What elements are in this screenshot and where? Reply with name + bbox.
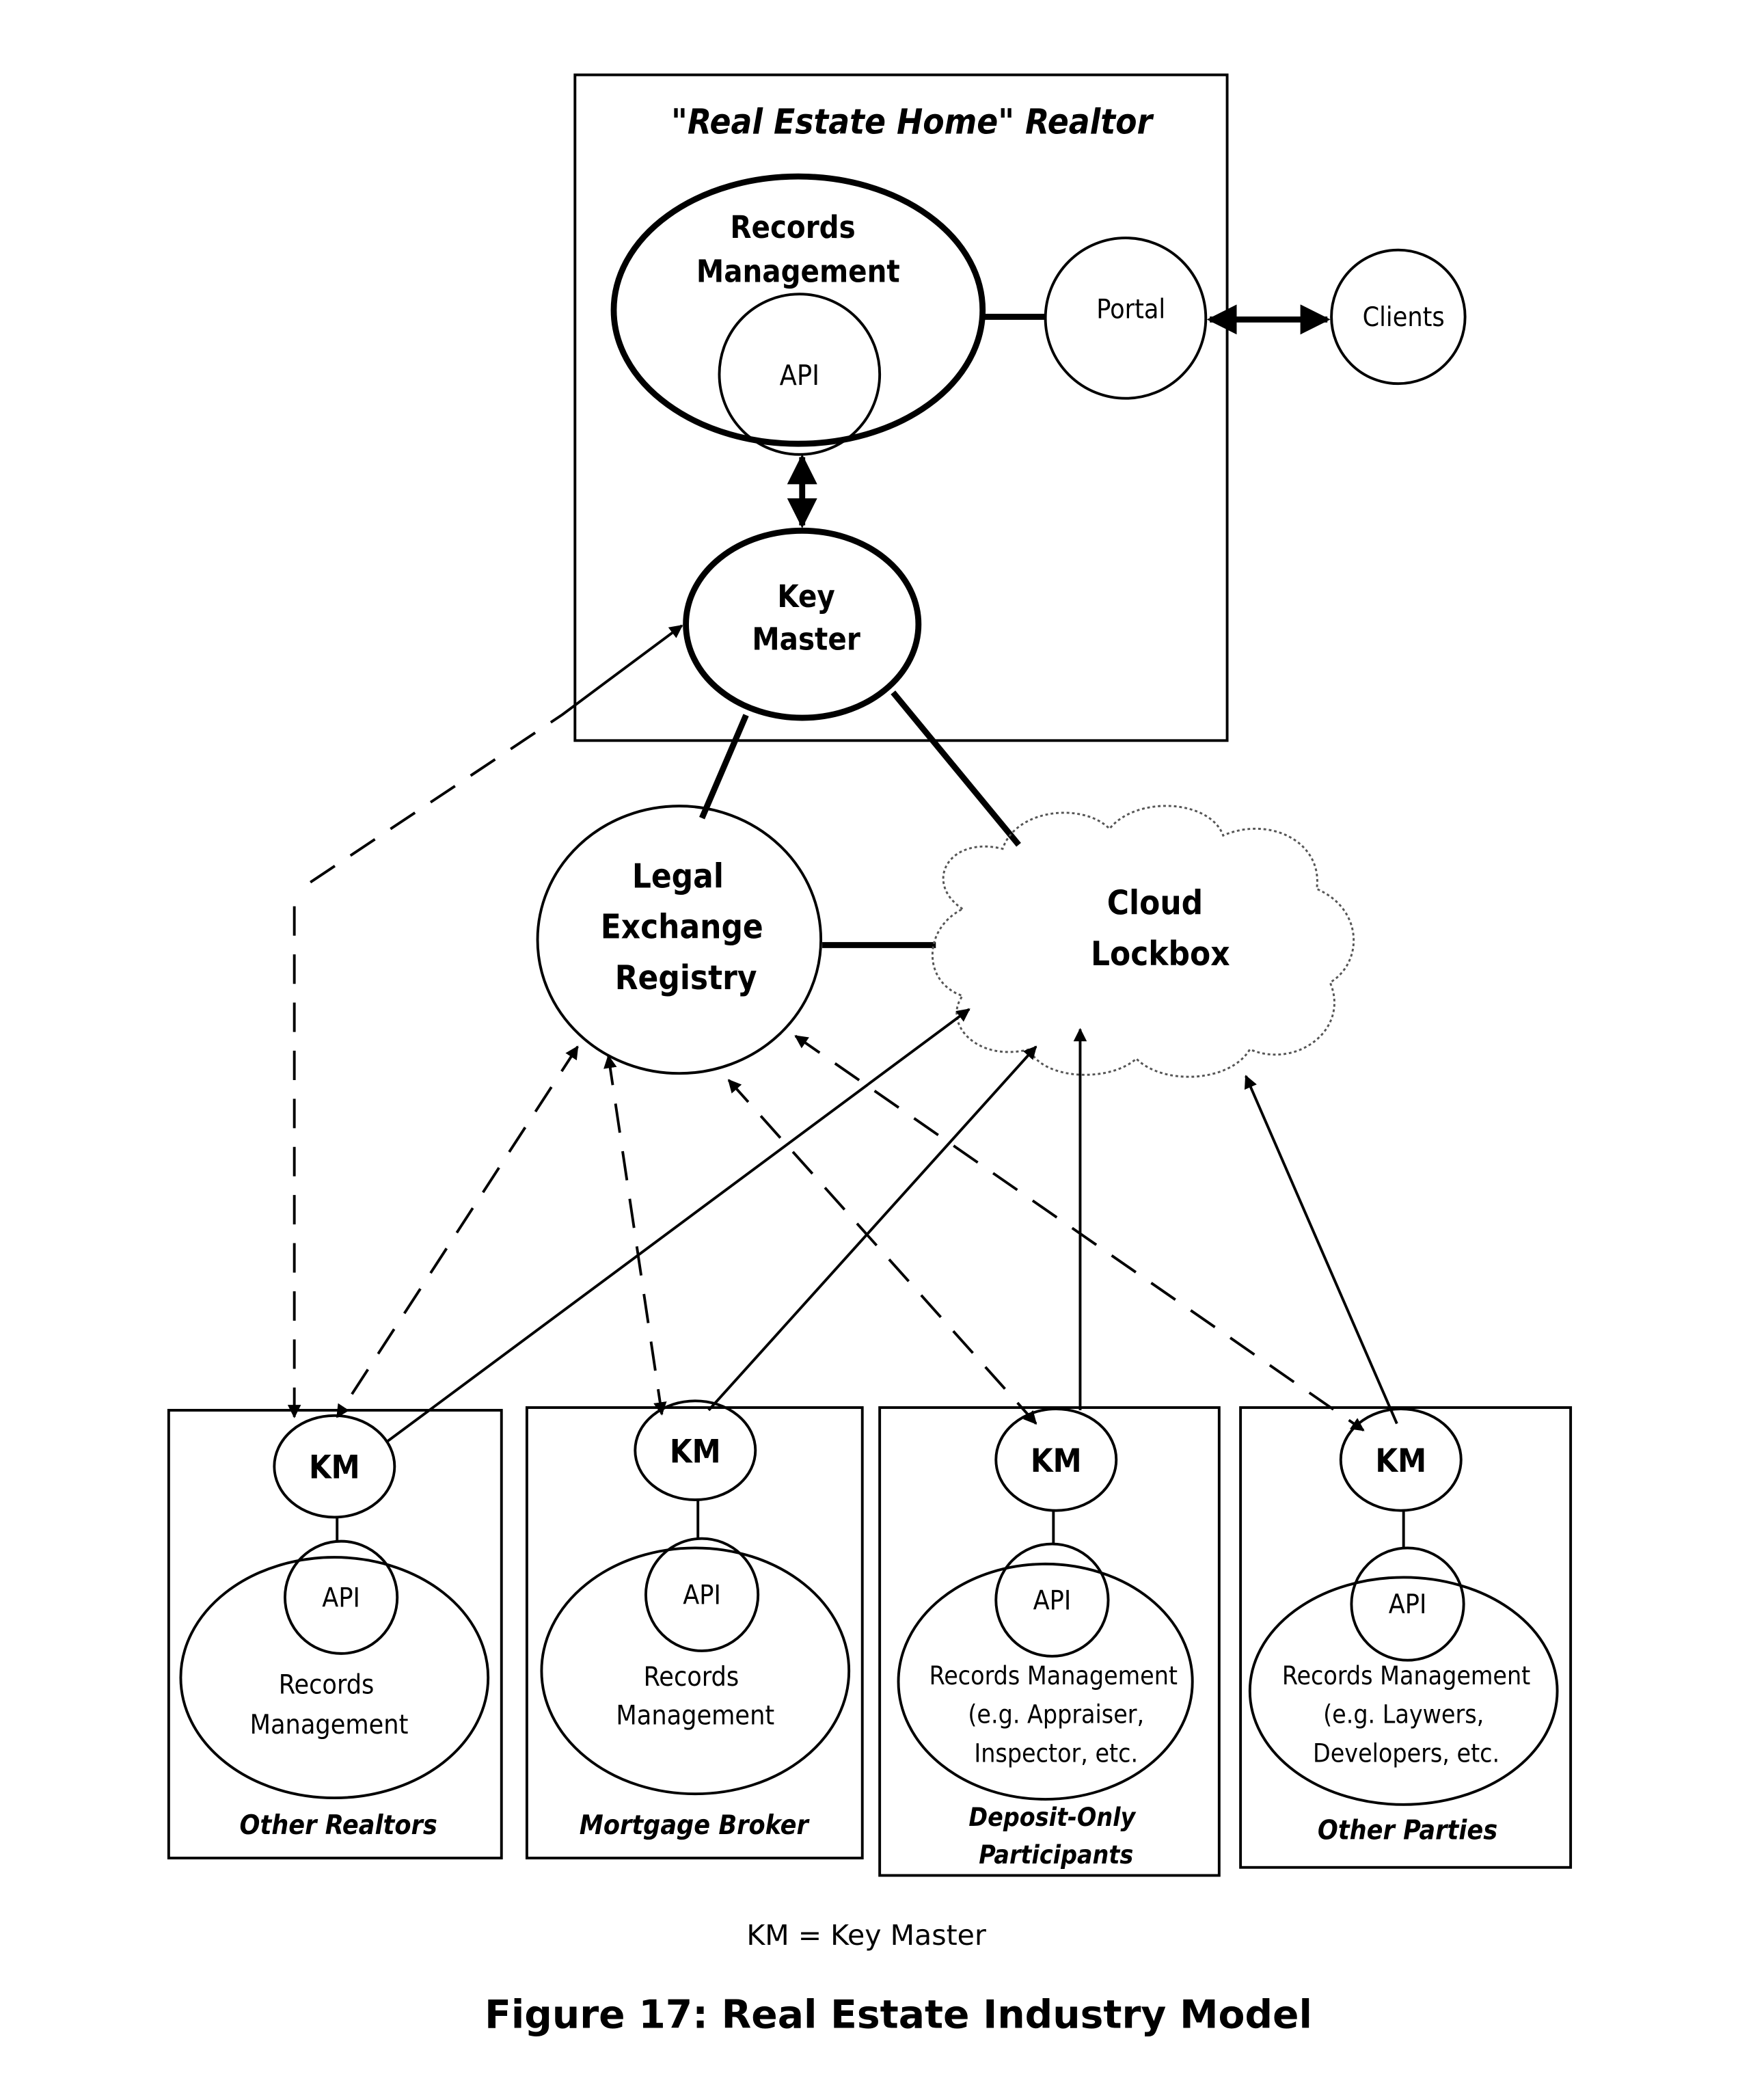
- records-label: Records: [644, 1662, 739, 1693]
- cloud-label-1: Cloud: [1107, 884, 1203, 923]
- records-label-2: Management: [696, 254, 900, 290]
- records-label: Records Management: [929, 1661, 1178, 1691]
- realtor-box: "Real Estate Home" Realtor Records Manag…: [575, 75, 1227, 741]
- records-label: Management: [616, 1701, 774, 1732]
- participant-other-realtors: KM API Records Management Other Realtors: [169, 1410, 502, 1858]
- keymaster-cloud-link: [893, 692, 1019, 845]
- registry-broker-arrow: [608, 1056, 662, 1414]
- api-label: API: [1033, 1585, 1072, 1616]
- clients-label: Clients: [1363, 302, 1445, 333]
- cloud-label-2: Lockbox: [1091, 934, 1230, 973]
- api-label: API: [780, 359, 819, 392]
- participant-label: Mortgage Broker: [580, 1810, 811, 1841]
- participant-label: Other Realtors: [240, 1810, 437, 1841]
- participant-label: Participants: [979, 1840, 1133, 1870]
- key-master-label-1: Key: [777, 578, 834, 615]
- other-realtors-keymaster-arrow: [562, 625, 682, 715]
- portal-label: Portal: [1096, 294, 1165, 325]
- km-label: KM: [1375, 1442, 1426, 1480]
- registry-deposit-arrow: [729, 1080, 1036, 1424]
- km-label: KM: [1031, 1442, 1082, 1480]
- records-label: Inspector, etc.: [974, 1738, 1138, 1768]
- records-label: (e.g. Appraiser,: [968, 1700, 1144, 1729]
- records-label: Records: [279, 1670, 375, 1701]
- api-label: API: [683, 1580, 721, 1611]
- realtor-title: "Real Estate Home" Realtor: [671, 102, 1154, 142]
- participant-deposit-only: KM API Records Management (e.g. Appraise…: [880, 1408, 1219, 1875]
- figure-caption: Figure 17: Real Estate Industry Model: [485, 1992, 1312, 2037]
- km-label: KM: [309, 1449, 360, 1487]
- participant-label: Deposit-Only: [968, 1803, 1136, 1832]
- api-label: API: [322, 1583, 360, 1613]
- records-label-1: Records: [730, 209, 855, 245]
- participant-other-parties: KM API Records Management (e.g. Laywers,…: [1240, 1408, 1571, 1868]
- records-label: (e.g. Laywers,: [1323, 1700, 1484, 1729]
- registry-label-2: Exchange: [601, 908, 763, 947]
- keymaster-registry-link: [702, 715, 746, 818]
- key-master-label-2: Master: [752, 621, 860, 657]
- records-label: Developers, etc.: [1313, 1738, 1499, 1768]
- km-label: KM: [670, 1433, 721, 1470]
- records-label: Records Management: [1282, 1661, 1530, 1691]
- api-label: API: [1389, 1589, 1427, 1620]
- others-cloud-arrow: [1246, 1076, 1397, 1423]
- broker-cloud-arrow: [709, 1047, 1036, 1410]
- registry-label-1: Legal: [632, 857, 724, 896]
- participant-label: Other Parties: [1318, 1816, 1497, 1846]
- registry-realtors-arrow: [337, 1047, 578, 1417]
- other-realtors-dashed-link-b: [310, 715, 562, 882]
- legend-text: KM = Key Master: [746, 1919, 986, 1952]
- participant-mortgage-broker: KM API Records Management Mortgage Broke…: [527, 1401, 863, 1858]
- records-label: Management: [250, 1710, 409, 1740]
- registry-label-3: Registry: [615, 958, 757, 997]
